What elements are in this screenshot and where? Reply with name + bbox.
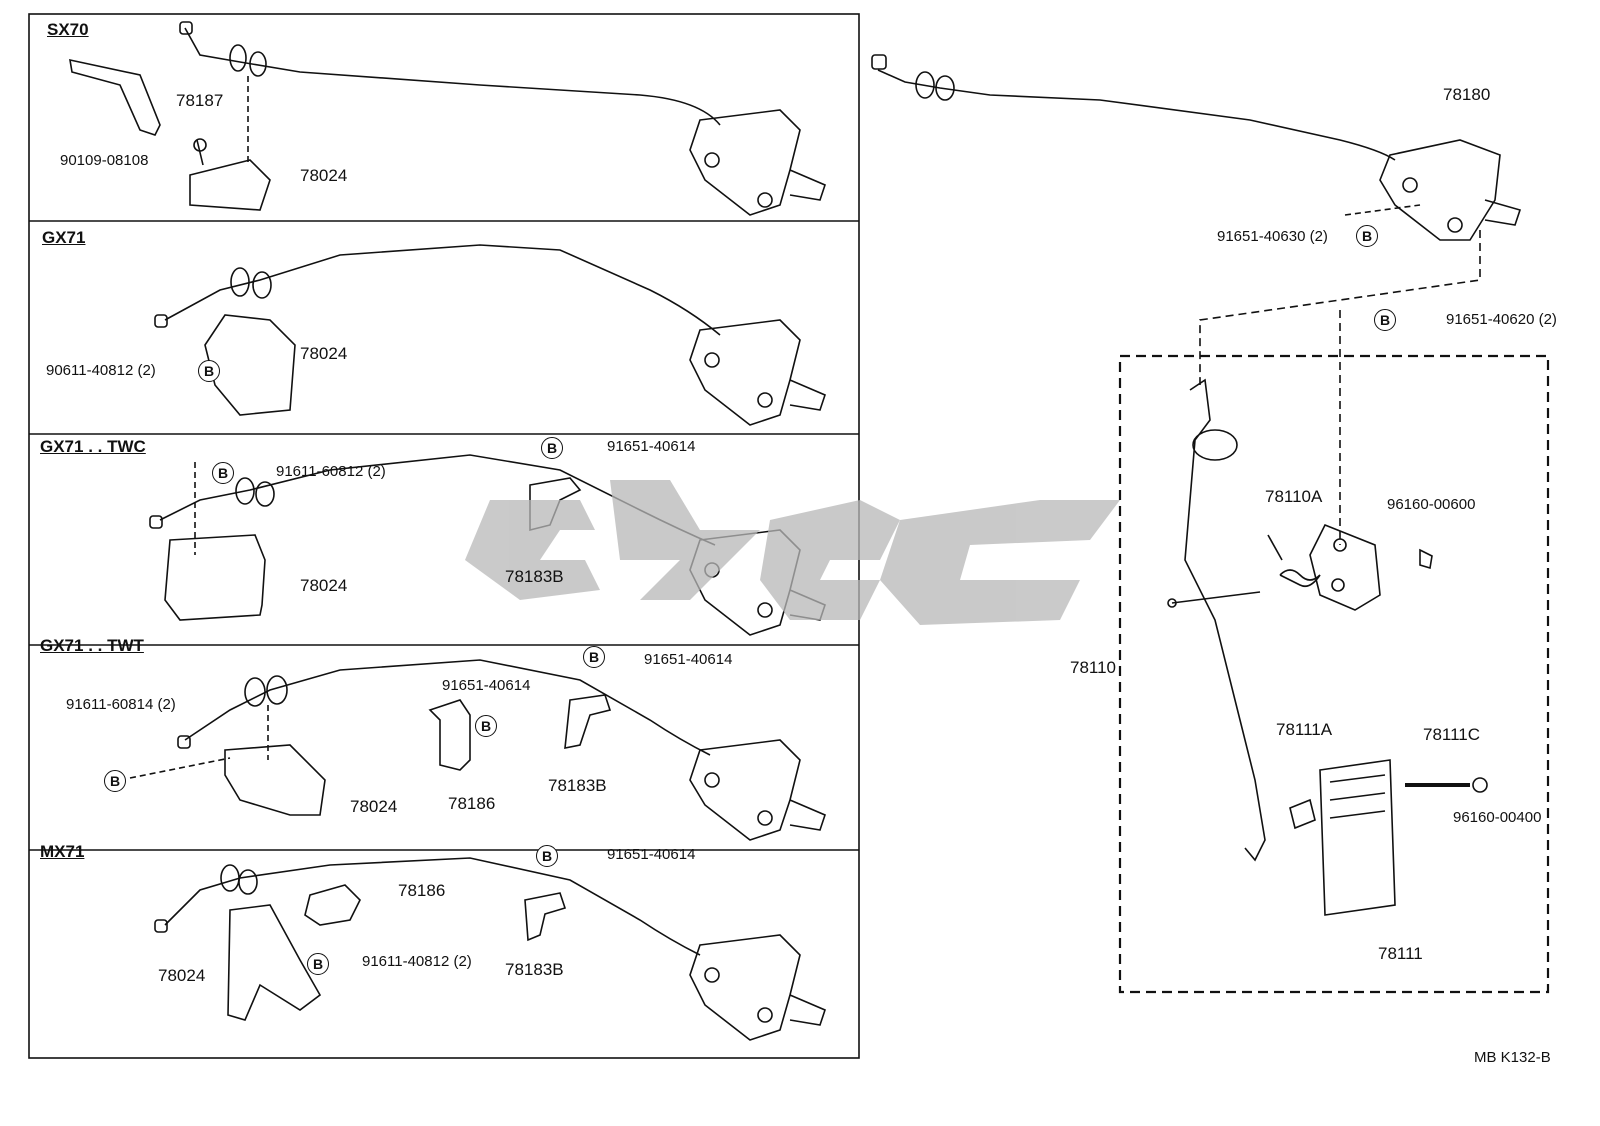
clip-78183B (564, 694, 612, 749)
section-header-gx71: GX71 (42, 228, 86, 247)
part-label: 78183B (505, 960, 564, 979)
cable (877, 69, 1396, 161)
pivot-bracket (1309, 523, 1381, 611)
callout-b: B (198, 360, 220, 382)
part-label: 78110 (1070, 658, 1117, 677)
section-header-gx71-twt: GX71 . . TWT (40, 636, 144, 655)
part-label: 78183B (505, 567, 564, 586)
throttle-link (689, 739, 801, 841)
bracket-78024 (224, 744, 326, 816)
callout-b: B (1356, 225, 1378, 247)
part-label: 96160-00600 (1387, 496, 1476, 513)
part-label: 91611-60814 (2) (66, 696, 176, 713)
cable (184, 27, 721, 126)
section-header-gx71-twc: GX71 . . TWC (40, 437, 146, 456)
bracket-78186 (304, 884, 361, 926)
pedal-assembly-frame (1118, 354, 1550, 994)
part-label: 78186 (448, 794, 496, 813)
callout-b: B (104, 770, 126, 792)
bracket-78024 (164, 534, 266, 621)
spring-78110A (1279, 569, 1321, 588)
section-header-sx70: SX70 (47, 20, 89, 39)
cable (184, 659, 711, 756)
bracket-78186 (428, 699, 471, 771)
part-label: 78183B (548, 776, 607, 795)
bracket-78024 (204, 314, 296, 416)
part-label: 78024 (300, 344, 348, 363)
part-label: 78110A (1265, 487, 1323, 506)
part-label: 78111C (1423, 725, 1481, 744)
throttle-link (689, 319, 801, 426)
part-label: 78180 (1443, 85, 1491, 104)
link-78180 (1379, 139, 1501, 241)
part-label: 96160-00400 (1453, 809, 1542, 826)
bracket-78187 (69, 58, 161, 136)
pedal-pad (1319, 759, 1396, 916)
bracket-78024 (189, 159, 271, 211)
part-label: 78024 (158, 966, 206, 985)
throttle-link (689, 934, 801, 1041)
section-header-mx71: MX71 (40, 842, 85, 861)
callout-b: B (583, 646, 605, 668)
clip-78183B (524, 892, 567, 942)
part-label: 78024 (300, 576, 348, 595)
throttle-link (689, 109, 801, 216)
part-label: 91651-40620 (2) (1446, 311, 1557, 328)
part-label: 91651-40614 (607, 438, 696, 455)
bracket-78024 (227, 904, 322, 1021)
pedal-arm (1184, 378, 1266, 862)
part-label: 91611-60812 (2) (276, 463, 386, 480)
part-label: 78024 (350, 797, 398, 816)
part-label: 78024 (300, 166, 348, 185)
cable (164, 244, 721, 336)
part-label: 90109-08108 (60, 152, 149, 169)
callout-b: B (541, 437, 563, 459)
part-label: 90611-40812 (2) (46, 362, 156, 379)
callout-b: B (212, 462, 234, 484)
part-label: 91651-40614 (442, 677, 531, 694)
part-label: 91651-40614 (607, 846, 696, 863)
part-label: 91651-40614 (644, 651, 733, 668)
callout-b: B (307, 953, 329, 975)
part-label: 78111 (1378, 944, 1423, 963)
part-label: 91611-40812 (2) (362, 953, 472, 970)
callout-b: B (536, 845, 558, 867)
part-label: 91651-40630 (2) (1217, 228, 1328, 245)
part-label: 78111A (1276, 720, 1333, 739)
part-label: 78186 (398, 881, 446, 900)
part-label: 78187 (176, 91, 224, 110)
callout-b: B (475, 715, 497, 737)
diagram-code: MB K132-B (1474, 1049, 1551, 1066)
callout-b: B (1374, 309, 1396, 331)
cable (164, 857, 701, 956)
